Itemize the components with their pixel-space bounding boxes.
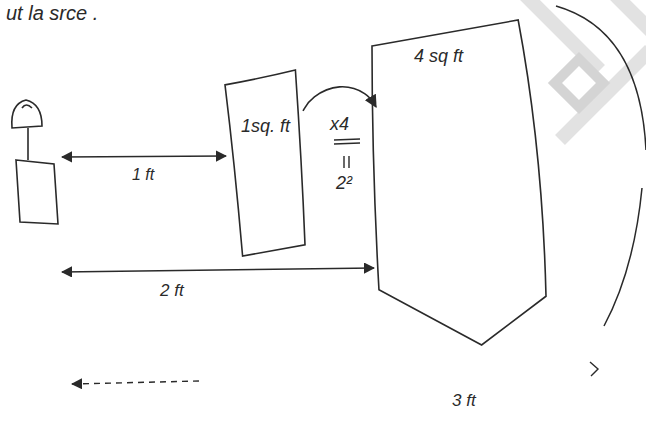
curved-arrow xyxy=(303,87,376,111)
watermark-stripe xyxy=(520,0,600,70)
double-underline xyxy=(334,139,360,144)
area-panel: 4 sq ft xyxy=(372,20,546,345)
watermark-pattern xyxy=(520,0,646,140)
watermark-stripe xyxy=(600,0,646,40)
watermark-diamond xyxy=(555,59,603,107)
panel-outline-path xyxy=(225,70,305,256)
equals-sign xyxy=(344,156,349,168)
panel-outline-path xyxy=(372,20,546,345)
lamp-base xyxy=(16,160,58,224)
dimension-line xyxy=(62,268,374,272)
panel-outline xyxy=(556,6,646,150)
edge-label: x4 xyxy=(328,115,351,135)
connector-layer xyxy=(303,87,376,111)
lamp-bulb xyxy=(22,105,32,108)
dimension-label: 1 ft xyxy=(132,166,154,184)
dimension-label: 2² xyxy=(336,174,352,194)
arrow-head xyxy=(590,362,598,376)
note-heading: ut la srce . xyxy=(6,2,98,24)
lamp-post xyxy=(27,128,29,160)
dimension-label: 2 ft xyxy=(160,282,184,301)
panel-label: 1sq. ft xyxy=(241,116,299,137)
panel-label: 4 sq ft xyxy=(414,46,536,67)
lamp-shade xyxy=(12,100,42,128)
light-source xyxy=(12,100,58,224)
panel-outline xyxy=(604,188,642,326)
dimension-line xyxy=(72,381,200,384)
dimension-line xyxy=(62,156,226,157)
area-panel: 1sq. ft xyxy=(225,70,305,256)
panel-outline xyxy=(225,70,305,256)
panel-outline xyxy=(372,20,546,345)
dimension-label: 3 ft xyxy=(452,392,476,411)
